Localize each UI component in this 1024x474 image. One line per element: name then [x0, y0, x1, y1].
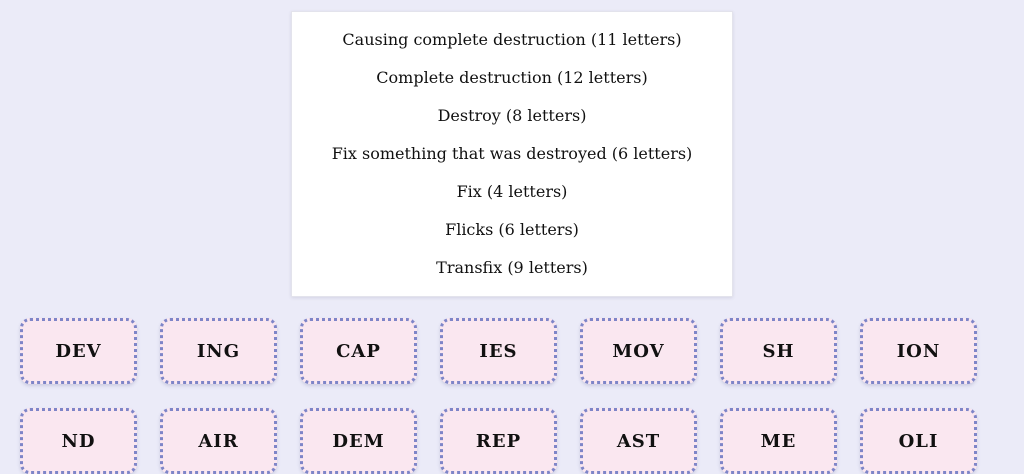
syllable-tile-ies[interactable]: IES: [440, 318, 557, 384]
clue-text: Complete destruction (12 letters): [376, 68, 648, 87]
syllable-tile-ion[interactable]: ION: [860, 318, 977, 384]
clue-text: Fix something that was destroyed (6 lett…: [331, 144, 693, 163]
syllable-tile-ast[interactable]: AST: [580, 408, 697, 474]
clue-text: Transfix (9 letters): [436, 258, 588, 277]
syllable-tile-oli[interactable]: OLI: [860, 408, 977, 474]
syllable-tile-dev[interactable]: DEV: [20, 318, 137, 384]
tile-row-2: ND AIR DEM REP AST ME OLI: [20, 408, 977, 474]
syllable-tile-mov[interactable]: MOV: [580, 318, 697, 384]
clue-text: Destroy (8 letters): [437, 106, 587, 125]
syllable-tile-cap[interactable]: CAP: [300, 318, 417, 384]
syllable-tile-sh[interactable]: SH: [720, 318, 837, 384]
syllable-tile-nd[interactable]: ND: [20, 408, 137, 474]
clue-text: Fix (4 letters): [456, 182, 568, 201]
syllable-tile-air[interactable]: AIR: [160, 408, 277, 474]
syllable-tile-dem[interactable]: DEM: [300, 408, 417, 474]
syllable-tile-rep[interactable]: REP: [440, 408, 557, 474]
syllable-tile-ing[interactable]: ING: [160, 318, 277, 384]
clue-text: Causing complete destruction (11 letters…: [342, 30, 682, 49]
clue-text: Flicks (6 letters): [445, 220, 579, 239]
clue-card: Causing complete destruction (11 letters…: [291, 11, 733, 297]
syllable-tile-me[interactable]: ME: [720, 408, 837, 474]
tile-row-1: DEV ING CAP IES MOV SH ION: [20, 318, 977, 384]
